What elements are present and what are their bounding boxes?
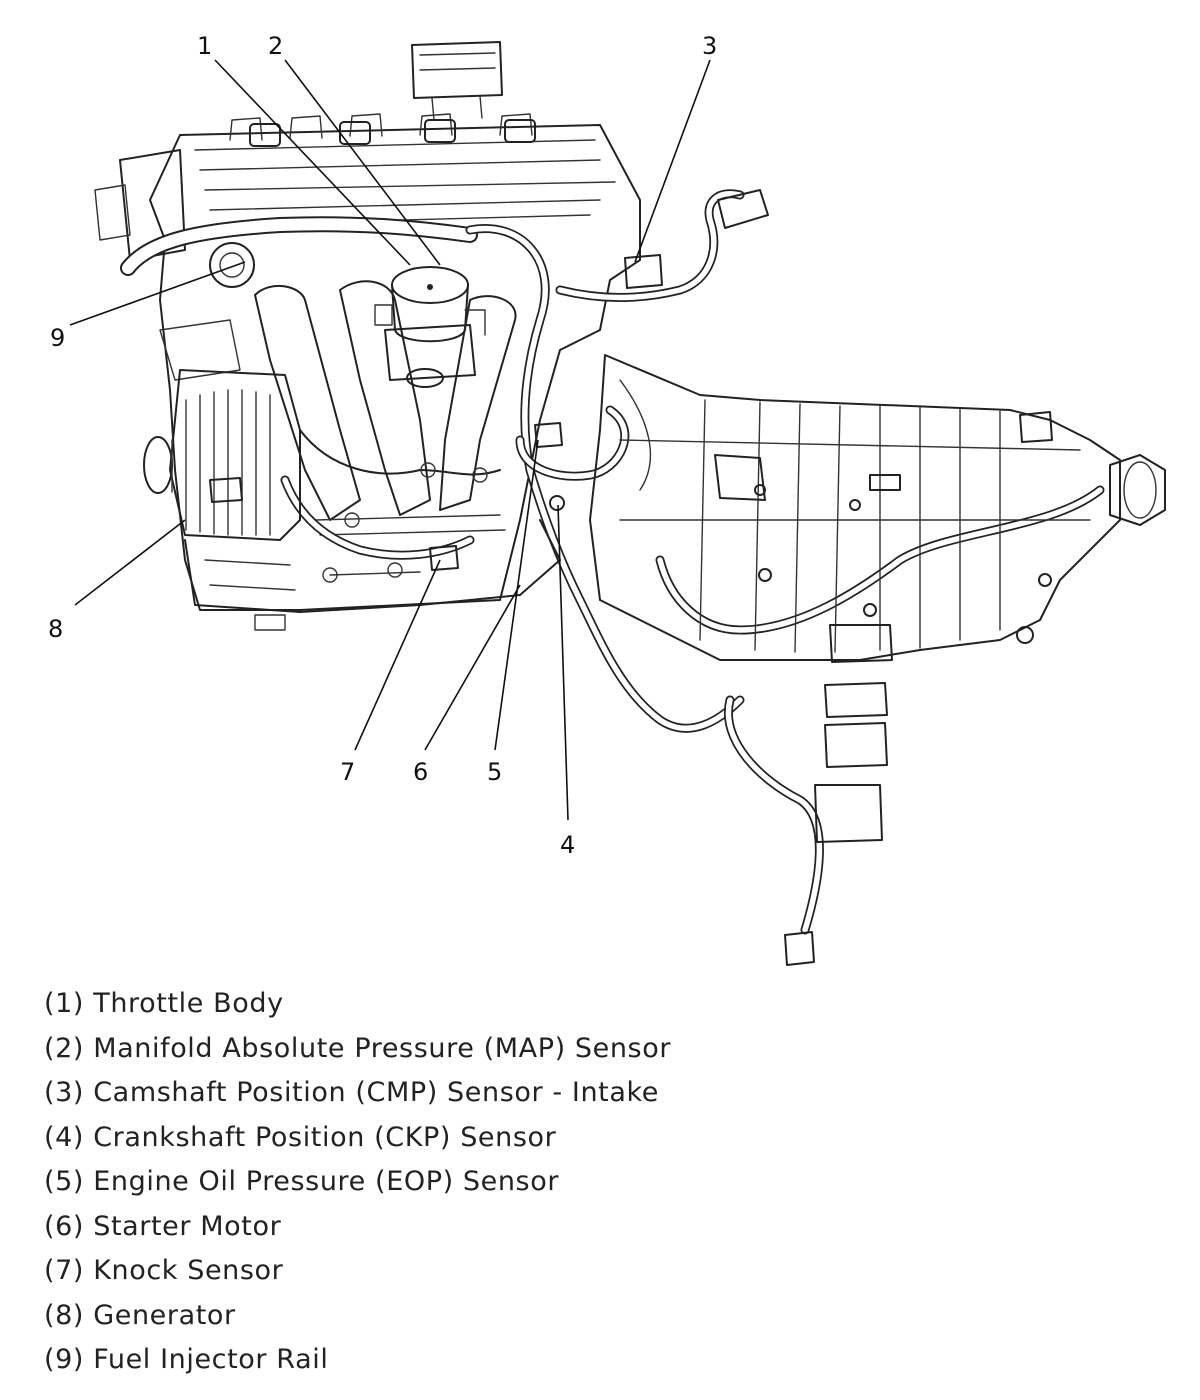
transmission bbox=[589, 354, 1166, 843]
legend-item: (6) Starter Motor bbox=[44, 1210, 282, 1242]
intake-manifold bbox=[254, 280, 517, 536]
legend-item: (2) Manifold Absolute Pressure (MAP) Sen… bbox=[44, 1032, 672, 1064]
callout-number: 3 bbox=[702, 32, 717, 60]
component-legend: (1) Throttle Body (2) Manifold Absolute … bbox=[44, 982, 671, 1383]
legend-item: (8) Generator bbox=[44, 1299, 236, 1331]
legend-item: (3) Camshaft Position (CMP) Sensor - Int… bbox=[44, 1077, 659, 1108]
legend-item: (4) Crankshaft Position (CKP) Sensor bbox=[44, 1121, 557, 1153]
fuel-injector-rail bbox=[120, 216, 478, 276]
callout-number: 4 bbox=[560, 831, 575, 859]
callout-leader-lines bbox=[69, 59, 711, 821]
legend-item: (7) Knock Sensor bbox=[44, 1255, 284, 1286]
callout-numbers: 1 2 3 4 5 6 7 8 9 bbox=[48, 32, 717, 859]
callout-number: 5 bbox=[487, 758, 502, 786]
callout-number: 6 bbox=[413, 758, 428, 786]
wiring-harness bbox=[280, 189, 1105, 966]
callout-number: 8 bbox=[48, 615, 63, 643]
legend-item: (5) Engine Oil Pressure (EOP) Sensor bbox=[44, 1166, 560, 1197]
engine-illustration bbox=[94, 41, 641, 611]
callout-number: 2 bbox=[268, 32, 283, 60]
legend-item: (9) Fuel Injector Rail bbox=[44, 1344, 329, 1375]
engine-component-locator-diagram: 1 2 3 4 5 6 7 8 9 bbox=[48, 32, 1166, 966]
generator bbox=[143, 369, 301, 541]
callout-number: 7 bbox=[340, 758, 355, 786]
legend-item: (1) Throttle Body bbox=[44, 988, 284, 1019]
callout-number: 9 bbox=[50, 324, 65, 352]
callout-number: 1 bbox=[197, 32, 212, 60]
throttle-body bbox=[374, 266, 486, 388]
